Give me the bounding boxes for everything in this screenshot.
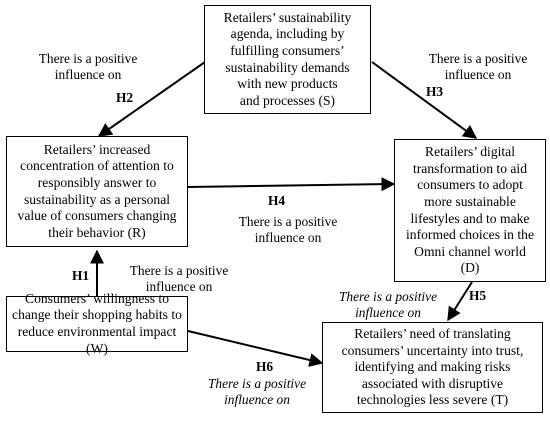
hypothesis-label-h4: H4 bbox=[268, 193, 286, 208]
influence-label-h6: There is a positive influence on bbox=[207, 376, 307, 408]
influence-label-h4: There is a positive influence on bbox=[238, 214, 338, 246]
hypothesis-label-h6: H6 bbox=[256, 359, 274, 374]
influence-label-h5: There is a positive influence on bbox=[338, 289, 438, 321]
node-w-text: Consumers’ willingness to change their s… bbox=[12, 290, 182, 356]
influence-label-h1: There is a positive influence on bbox=[129, 263, 229, 295]
influence-label-h2: There is a positive influence on bbox=[38, 51, 138, 83]
arrow-h3 bbox=[371, 61, 478, 139]
node-d-text: Retailers’ digital transformation to aid… bbox=[406, 144, 534, 276]
arrow-h4 bbox=[187, 177, 396, 192]
node-t: Retailers’ need of translating consumers… bbox=[322, 322, 543, 413]
hypothesis-label-h3: H3 bbox=[426, 84, 444, 99]
node-s-text: Retailers’ sustainability agenda, includ… bbox=[223, 9, 352, 108]
node-w: Consumers’ willingness to change their s… bbox=[6, 291, 188, 356]
arrow-h6 bbox=[187, 330, 324, 367]
node-r: Retailers’ increased concentration of at… bbox=[6, 136, 188, 247]
hypothesis-label-h2: H2 bbox=[116, 90, 134, 105]
node-t-text: Retailers’ need of translating consumers… bbox=[341, 326, 524, 408]
node-r-text: Retailers’ increased concentration of at… bbox=[17, 141, 177, 240]
arrow-h5 bbox=[447, 281, 473, 322]
hypothesis-label-h5: H5 bbox=[469, 288, 487, 303]
node-d: Retailers’ digital transformation to aid… bbox=[394, 139, 546, 282]
node-s: Retailers’ sustainability agenda, includ… bbox=[204, 5, 371, 114]
hypothesis-label-h1: H1 bbox=[72, 268, 90, 283]
influence-label-h3: There is a positive influence on bbox=[428, 51, 528, 83]
arrow-h2 bbox=[97, 61, 206, 137]
